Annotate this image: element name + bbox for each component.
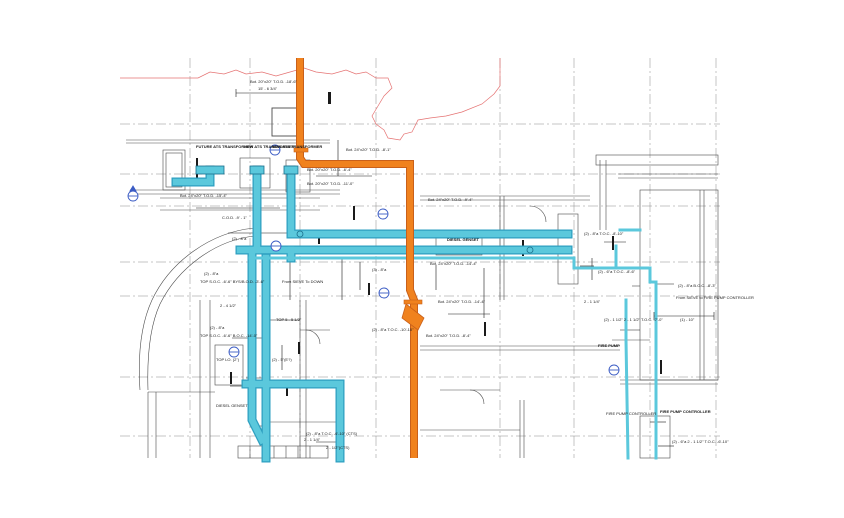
- boundary-line: [120, 58, 501, 141]
- chilled-water-piping: [171, 165, 658, 463]
- section-markers: [127, 144, 620, 376]
- wall-linework: [126, 107, 719, 459]
- steam-piping: [293, 58, 425, 458]
